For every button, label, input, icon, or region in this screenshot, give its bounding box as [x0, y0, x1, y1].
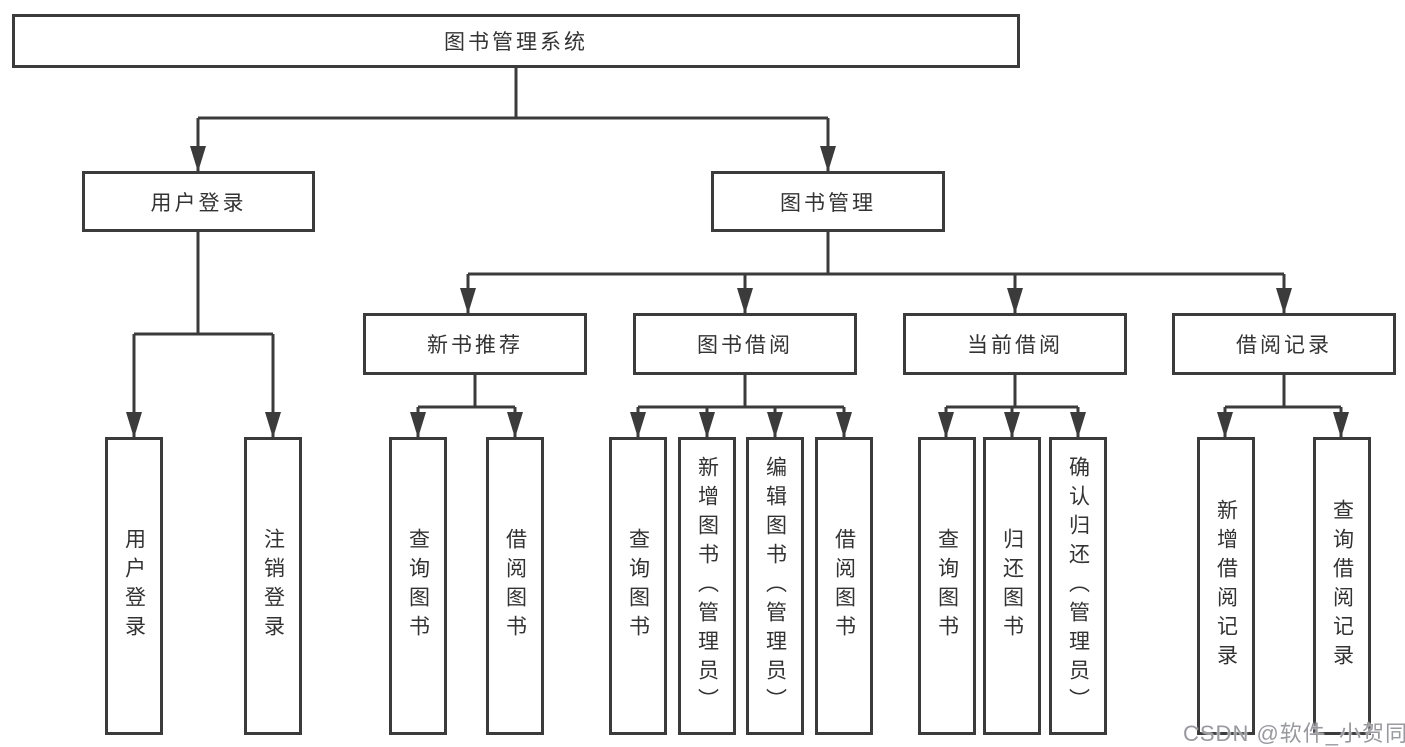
- leaf-bb-query-books: 查询图书: [609, 437, 667, 735]
- leaf-bb-edit-books-admin: 编辑图书（管理员）: [746, 437, 804, 735]
- leaf-label: 新增借阅记录: [1214, 499, 1238, 673]
- leaf-label: 查询图书: [935, 528, 959, 644]
- leaf-label: 借阅图书: [832, 528, 856, 644]
- leaf-user-login: 用户登录: [105, 437, 163, 735]
- node-new-book-recommendation: 新书推荐: [363, 313, 587, 375]
- leaf-nbr-query-books: 查询图书: [389, 437, 447, 735]
- leaf-cb-query-books: 查询图书: [918, 437, 976, 735]
- node-book-borrowing: 图书借阅: [633, 313, 857, 375]
- node-borrowing-records: 借阅记录: [1172, 313, 1396, 375]
- leaf-label: 确认归还（管理员）: [1066, 455, 1090, 717]
- leaf-br-add-record: 新增借阅记录: [1197, 437, 1255, 735]
- leaf-label: 查询借阅记录: [1330, 499, 1354, 673]
- leaf-logout: 注销登录: [244, 437, 302, 735]
- node-book-management: 图书管理: [711, 171, 945, 232]
- leaf-label: 编辑图书（管理员）: [763, 455, 787, 717]
- leaf-cb-confirm-return-admin: 确认归还（管理员）: [1049, 437, 1107, 735]
- leaf-label: 注销登录: [261, 528, 285, 644]
- leaf-label: 查询图书: [626, 528, 650, 644]
- leaf-cb-return-books: 归还图书: [983, 437, 1041, 735]
- leaf-label: 借阅图书: [503, 528, 527, 644]
- leaf-label: 新增图书（管理员）: [695, 455, 719, 717]
- leaf-label: 查询图书: [406, 528, 430, 644]
- leaf-br-query-record: 查询借阅记录: [1313, 437, 1371, 735]
- leaf-label: 归还图书: [1000, 528, 1024, 644]
- node-user-login-branch: 用户登录: [82, 171, 315, 232]
- leaf-nbr-borrow-books: 借阅图书: [486, 437, 544, 735]
- leaf-bb-borrow-books: 借阅图书: [815, 437, 873, 735]
- connector-trunk-lines: [134, 68, 1341, 409]
- watermark: CSDN @软件_小贺同学: [1183, 721, 1405, 746]
- leaf-label: 用户登录: [122, 528, 146, 644]
- leaf-bb-add-books-admin: 新增图书（管理员）: [678, 437, 736, 735]
- node-current-borrowing: 当前借阅: [903, 313, 1127, 375]
- node-root: 图书管理系统: [12, 14, 1020, 68]
